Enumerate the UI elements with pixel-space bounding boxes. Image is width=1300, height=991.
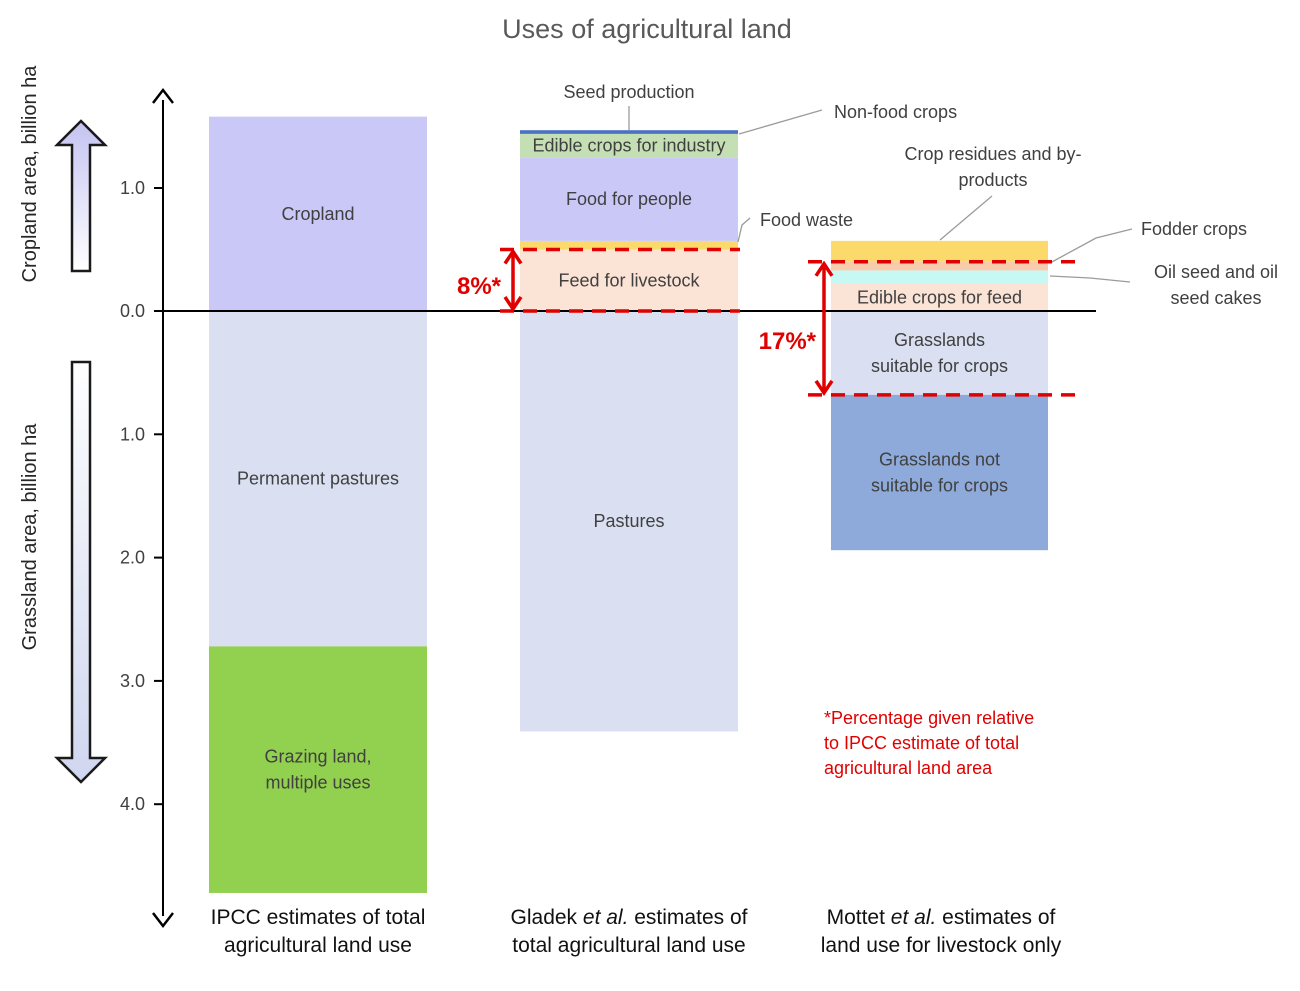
- category-label-gladek-line2: total agricultural land use: [512, 934, 745, 957]
- bracket-label-gladek: 8%*: [457, 273, 502, 300]
- y-axis-top-arrowhead: [152, 87, 174, 104]
- bar-segment-feed-for-livestock: [520, 249, 738, 311]
- y-axis-bottom-arrowhead: [152, 912, 174, 929]
- segment-label-grazing-land-multiple-uses-2: multiple uses: [265, 773, 370, 793]
- y-axis-label-cropland: Cropland area, billion ha: [19, 65, 41, 283]
- y-tick-label: 0.0: [120, 301, 145, 321]
- segment-label-pastures: Pastures: [593, 511, 664, 531]
- segment-label-grasslands-not-suitable-for-crops-2: suitable for crops: [871, 476, 1008, 496]
- footnote-line3: agricultural land area: [824, 758, 993, 778]
- footnote-line1: *Percentage given relative: [824, 708, 1034, 728]
- segment-label-feed-for-livestock: Feed for livestock: [558, 270, 700, 290]
- bar-segment-band-1-4: [520, 240, 738, 250]
- segment-label-edible-crops-for-feed: Edible crops for feed: [857, 287, 1022, 307]
- bar-segment-band-1-7: [520, 130, 738, 134]
- callout-crop-residues-line2: products: [958, 170, 1027, 190]
- bracket-arrowhead-mottet: [814, 260, 834, 277]
- y-tick-label: 2.0: [120, 548, 145, 568]
- y-tick-label: 3.0: [120, 671, 145, 691]
- callout-fodder-crops: Fodder crops: [1141, 219, 1247, 239]
- category-label-ipcc-line1: IPCC estimates of total: [211, 906, 426, 929]
- callout-food-waste: Food waste: [760, 210, 853, 230]
- bar-segment-grazing-land-multiple-uses: [209, 646, 427, 893]
- category-label-mottet-line2: land use for livestock only: [821, 934, 1062, 957]
- footnote-line2: to IPCC estimate of total: [824, 733, 1019, 753]
- y-tick-label: 4.0: [120, 794, 145, 814]
- grassland-direction-arrow: [53, 360, 109, 784]
- segment-label-grasslands-suitable-for-crops-2: suitable for crops: [871, 356, 1008, 376]
- segment-label-food-for-people: Food for people: [566, 189, 692, 209]
- callout-seed-production: Seed production: [563, 82, 694, 102]
- callouts: [628, 106, 1133, 283]
- y-axis-label-grassland: Grassland area, billion ha: [19, 423, 41, 651]
- bar-segment-cropland: [209, 116, 427, 311]
- callout-non-food-crops: Non-food crops: [834, 102, 957, 122]
- chart-title: Uses of agricultural land: [502, 14, 792, 44]
- category-label-ipcc-line2: agricultural land use: [224, 934, 412, 957]
- category-label-gladek-line1: Gladek et al. estimates of: [511, 906, 748, 929]
- y-tick-label: 1.0: [120, 424, 145, 444]
- bracket-arrowhead-gladek: [503, 296, 523, 313]
- bar-segment-band-2-10: [831, 270, 1048, 284]
- bar-segment-food-for-people: [520, 157, 738, 241]
- segment-label-cropland: Cropland: [281, 204, 354, 224]
- y-tick-label: 1.0: [120, 178, 145, 198]
- bar-segment-edible-crops-for-industry: [520, 133, 738, 158]
- bracket-label-mottet: 17%*: [759, 328, 817, 355]
- segment-label-grasslands-not-suitable-for-crops-1: Grasslands not: [879, 450, 1000, 470]
- segment-label-edible-crops-for-industry: Edible crops for industry: [532, 136, 725, 156]
- segment-label-permanent-pastures: Permanent pastures: [237, 469, 399, 489]
- segment-label-grazing-land-multiple-uses-1: Grazing land,: [264, 747, 371, 767]
- bar-segment-edible-crops-for-feed: [831, 283, 1048, 311]
- bar-segment-grasslands-not-suitable-for-crops: [831, 394, 1048, 551]
- bracket-arrowhead-mottet: [814, 379, 834, 396]
- bar-segment-band-2-12: [831, 240, 1048, 262]
- bracket-arrowhead-gladek: [503, 248, 523, 265]
- category-label-mottet-line1: Mottet et al. estimates of: [827, 906, 1056, 929]
- segment-label-grasslands-suitable-for-crops-1: Grasslands: [894, 330, 985, 350]
- bar-segment-band-2-11: [831, 261, 1048, 271]
- callout-crop-residues-line1: Crop residues and by-: [904, 144, 1081, 164]
- bar-segment-permanent-pastures: [209, 311, 427, 647]
- callout-oil-seed-line1: Oil seed and oil: [1154, 262, 1278, 282]
- callout-oil-seed-line2: seed cakes: [1170, 288, 1261, 308]
- bar-segment-pastures: [520, 311, 738, 732]
- bar-segment-grasslands-suitable-for-crops: [831, 311, 1048, 395]
- cropland-direction-arrow: [53, 119, 109, 273]
